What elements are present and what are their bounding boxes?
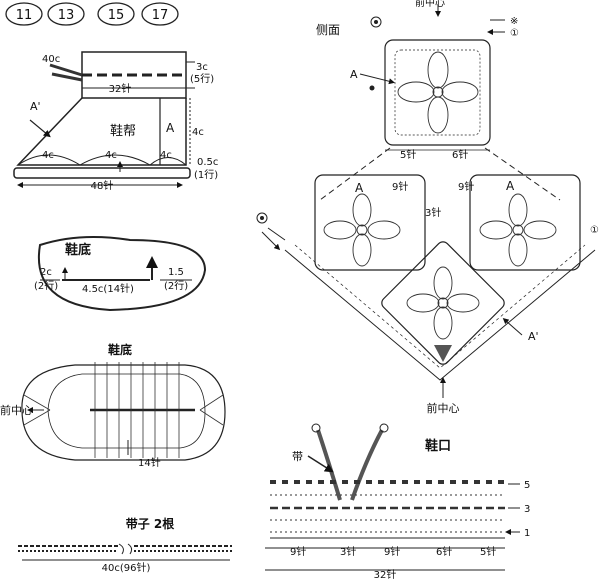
- size-13: 13: [58, 8, 75, 23]
- size-11: 11: [16, 8, 33, 23]
- a-label: A: [166, 121, 175, 135]
- sole-schematic-title: 鞋底: [65, 242, 91, 258]
- sole-front-center: 前中心: [0, 403, 33, 417]
- size-row: 11 13 15 17: [5, 2, 179, 26]
- bottom-seg-1: 4c: [42, 150, 54, 161]
- strap-length: 40c(96针): [102, 561, 151, 574]
- side-top-mark: 前中心: [415, 0, 445, 9]
- top-height-label: 3c: [196, 62, 208, 73]
- row-3: 3: [524, 504, 530, 515]
- side-right-row: ①: [590, 225, 599, 236]
- sole-schematic: 鞋底 2c (2行) 4.5c(14针) 1.5 (2行): [34, 235, 207, 312]
- row-marker-1: ①: [510, 28, 519, 39]
- opening-count-5: 5针: [480, 545, 496, 558]
- side-mid-count-1: 9针: [392, 180, 408, 193]
- bottom-seg-2: 4c: [105, 150, 117, 161]
- side-a-block: A: [355, 181, 364, 195]
- size-15: 15: [108, 8, 125, 23]
- upper-label: 鞋帮: [110, 123, 136, 139]
- base-stitches-label: 48针: [91, 179, 114, 192]
- opening-count-1: 9针: [290, 545, 306, 558]
- side-a-right: A: [506, 179, 515, 193]
- opening-title: 鞋口: [425, 438, 451, 454]
- side-title: 侧面: [316, 23, 340, 37]
- side-top-count-1: 5针: [400, 148, 416, 161]
- size-17: 17: [152, 8, 169, 23]
- strap-width-label: 40c: [42, 54, 60, 65]
- base-height-label: 0.5c: [197, 157, 218, 168]
- side-front-center: 前中心: [427, 401, 460, 415]
- a-prime-label: A': [30, 100, 41, 113]
- side-a-left: A: [350, 68, 358, 81]
- sole-left-width: 2c: [40, 267, 52, 278]
- base-rows-label: (1行): [194, 168, 218, 181]
- opening-count-2: 3针: [340, 545, 356, 558]
- side-top-count-2: 6针: [452, 148, 468, 161]
- opening-chart: 带 鞋口 5 3 1 9针 3针 9针 6针 5针 32针: [265, 423, 530, 581]
- upper-schematic: 40c 3c (5行) 32针 A' 鞋帮 A 4c 4c 4c 4c 0.5c…: [13, 51, 218, 192]
- strap-title: 带子 2根: [126, 516, 175, 531]
- opening-total: 32针: [374, 568, 397, 581]
- sole-center-label: 4.5c(14针): [82, 282, 134, 295]
- top-stitches-label: 32针: [109, 82, 132, 95]
- side-mid-count-2: 3针: [425, 206, 441, 219]
- row-1: 1: [524, 528, 530, 539]
- strap-chart: 带子 2根 40c(96针): [18, 516, 232, 574]
- sole-chain-count: 14针: [138, 456, 161, 469]
- sole-right-width: 1.5: [168, 267, 184, 278]
- sole-chart-title: 鞋底: [108, 342, 132, 357]
- opening-strap-label: 带: [292, 450, 303, 463]
- opening-count-3: 9针: [384, 545, 400, 558]
- side-chart: 前中心 侧面 ※ ① A 5针 6针: [256, 0, 599, 415]
- sole-left-rows: (2行): [34, 279, 58, 292]
- row-5: 5: [524, 480, 530, 491]
- row-marker-star: ※: [510, 16, 518, 27]
- bottom-seg-3: 4c: [160, 150, 172, 161]
- side-mid-count-3: 9针: [458, 180, 474, 193]
- top-rows-label: (5行): [190, 72, 214, 85]
- sole-chart: 鞋底 前中心 14针: [0, 342, 226, 469]
- sole-right-rows: (2行): [164, 279, 188, 292]
- side-height-label: 4c: [192, 127, 204, 138]
- opening-count-4: 6针: [436, 545, 452, 558]
- side-a-prime: A': [528, 330, 539, 343]
